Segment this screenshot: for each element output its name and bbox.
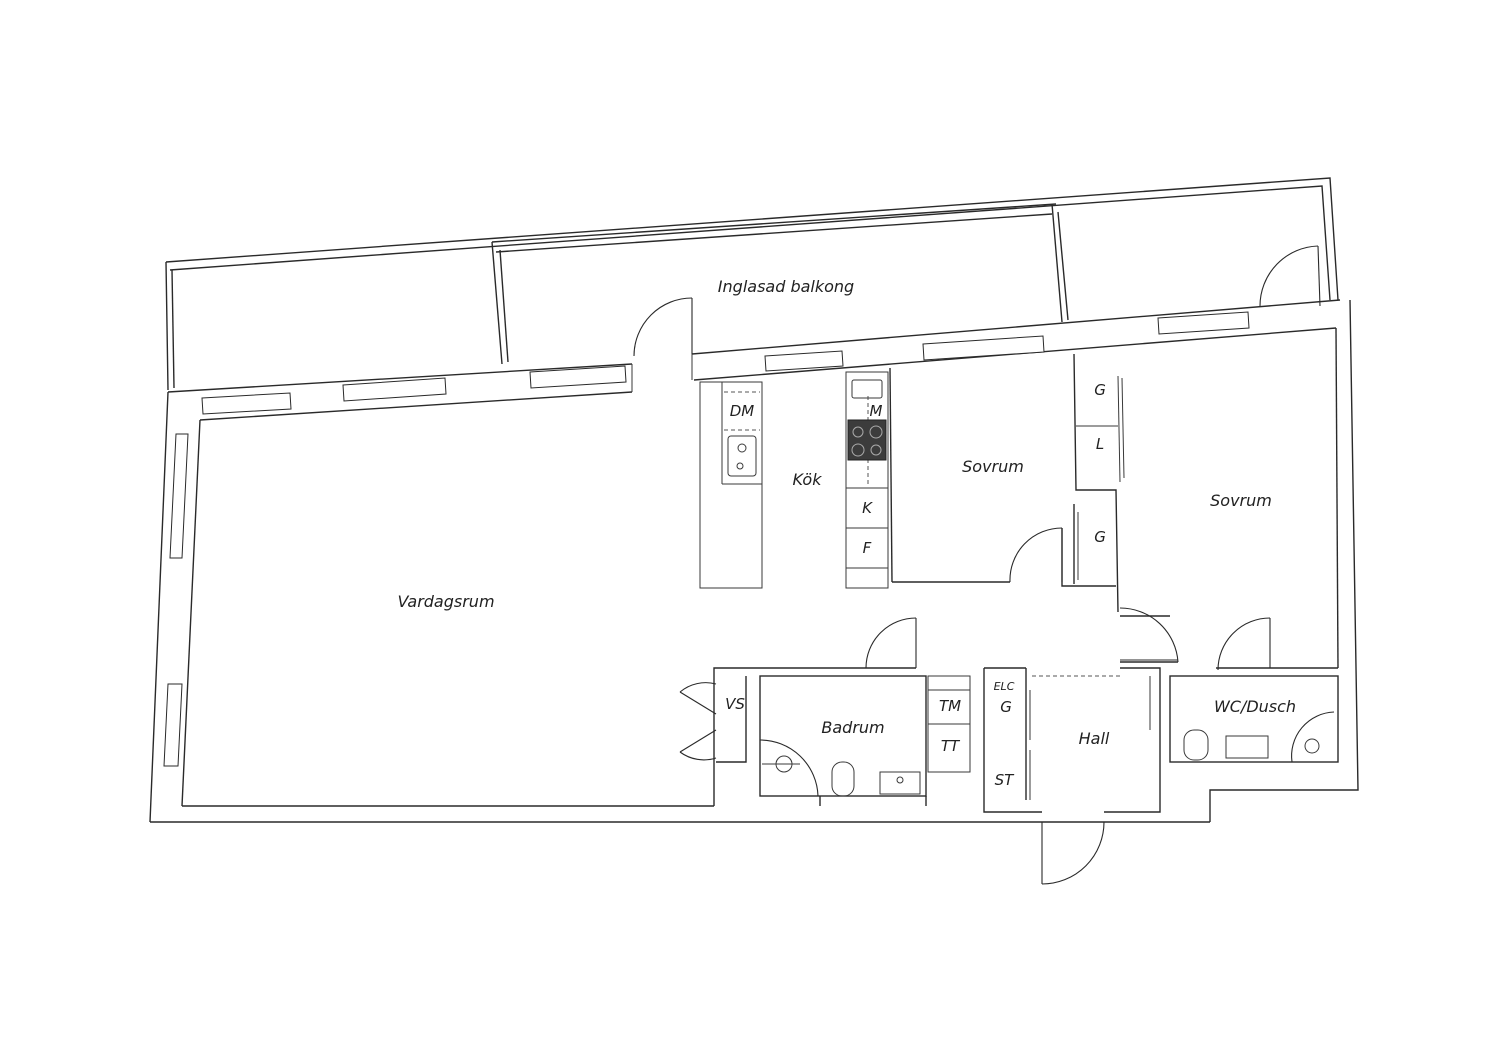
label-wardrobe-hall: G [1000,698,1012,716]
room-label-hall: Hall [1079,729,1110,748]
label-storage: ST [995,771,1016,789]
label-dishwasher: DM [730,402,755,420]
inner-walls [679,667,916,806]
label-linen: L [1096,435,1104,453]
bathroom [759,617,971,806]
room-label-bedroom-1: Sovrum [962,457,1024,476]
label-vs: VS [725,695,745,713]
kitchen-counters [699,371,889,589]
room-label-living: Vardagsrum [397,592,494,611]
room-label-bedroom-2: Sovrum [1210,491,1272,510]
label-dryer: TT [941,737,961,755]
label-microwave: M [870,402,883,420]
label-freezer: F [863,539,872,557]
label-elc: ELC [994,680,1015,693]
balcony-door-living [631,297,693,392]
room-label-wc-shower: WC/Dusch [1214,697,1296,716]
wc-shower [1169,617,1339,763]
room-label-bathroom: Badrum [821,718,884,737]
bedroom2-walls [1073,353,1338,669]
label-wardrobe-1: G [1094,381,1106,399]
balcony-door-bedroom [1259,245,1321,307]
exterior-walls [149,299,1359,823]
label-wardrobe-2: G [1094,528,1106,546]
hall [983,667,1161,885]
room-label-kitchen: Kök [793,470,823,489]
bedroom1-walls [889,367,1116,587]
windows [163,311,1250,767]
label-fridge: K [862,499,873,517]
balcony-structure [165,177,1339,391]
label-washer: TM [939,697,961,715]
room-label-balcony: Inglasad balkong [718,277,854,296]
